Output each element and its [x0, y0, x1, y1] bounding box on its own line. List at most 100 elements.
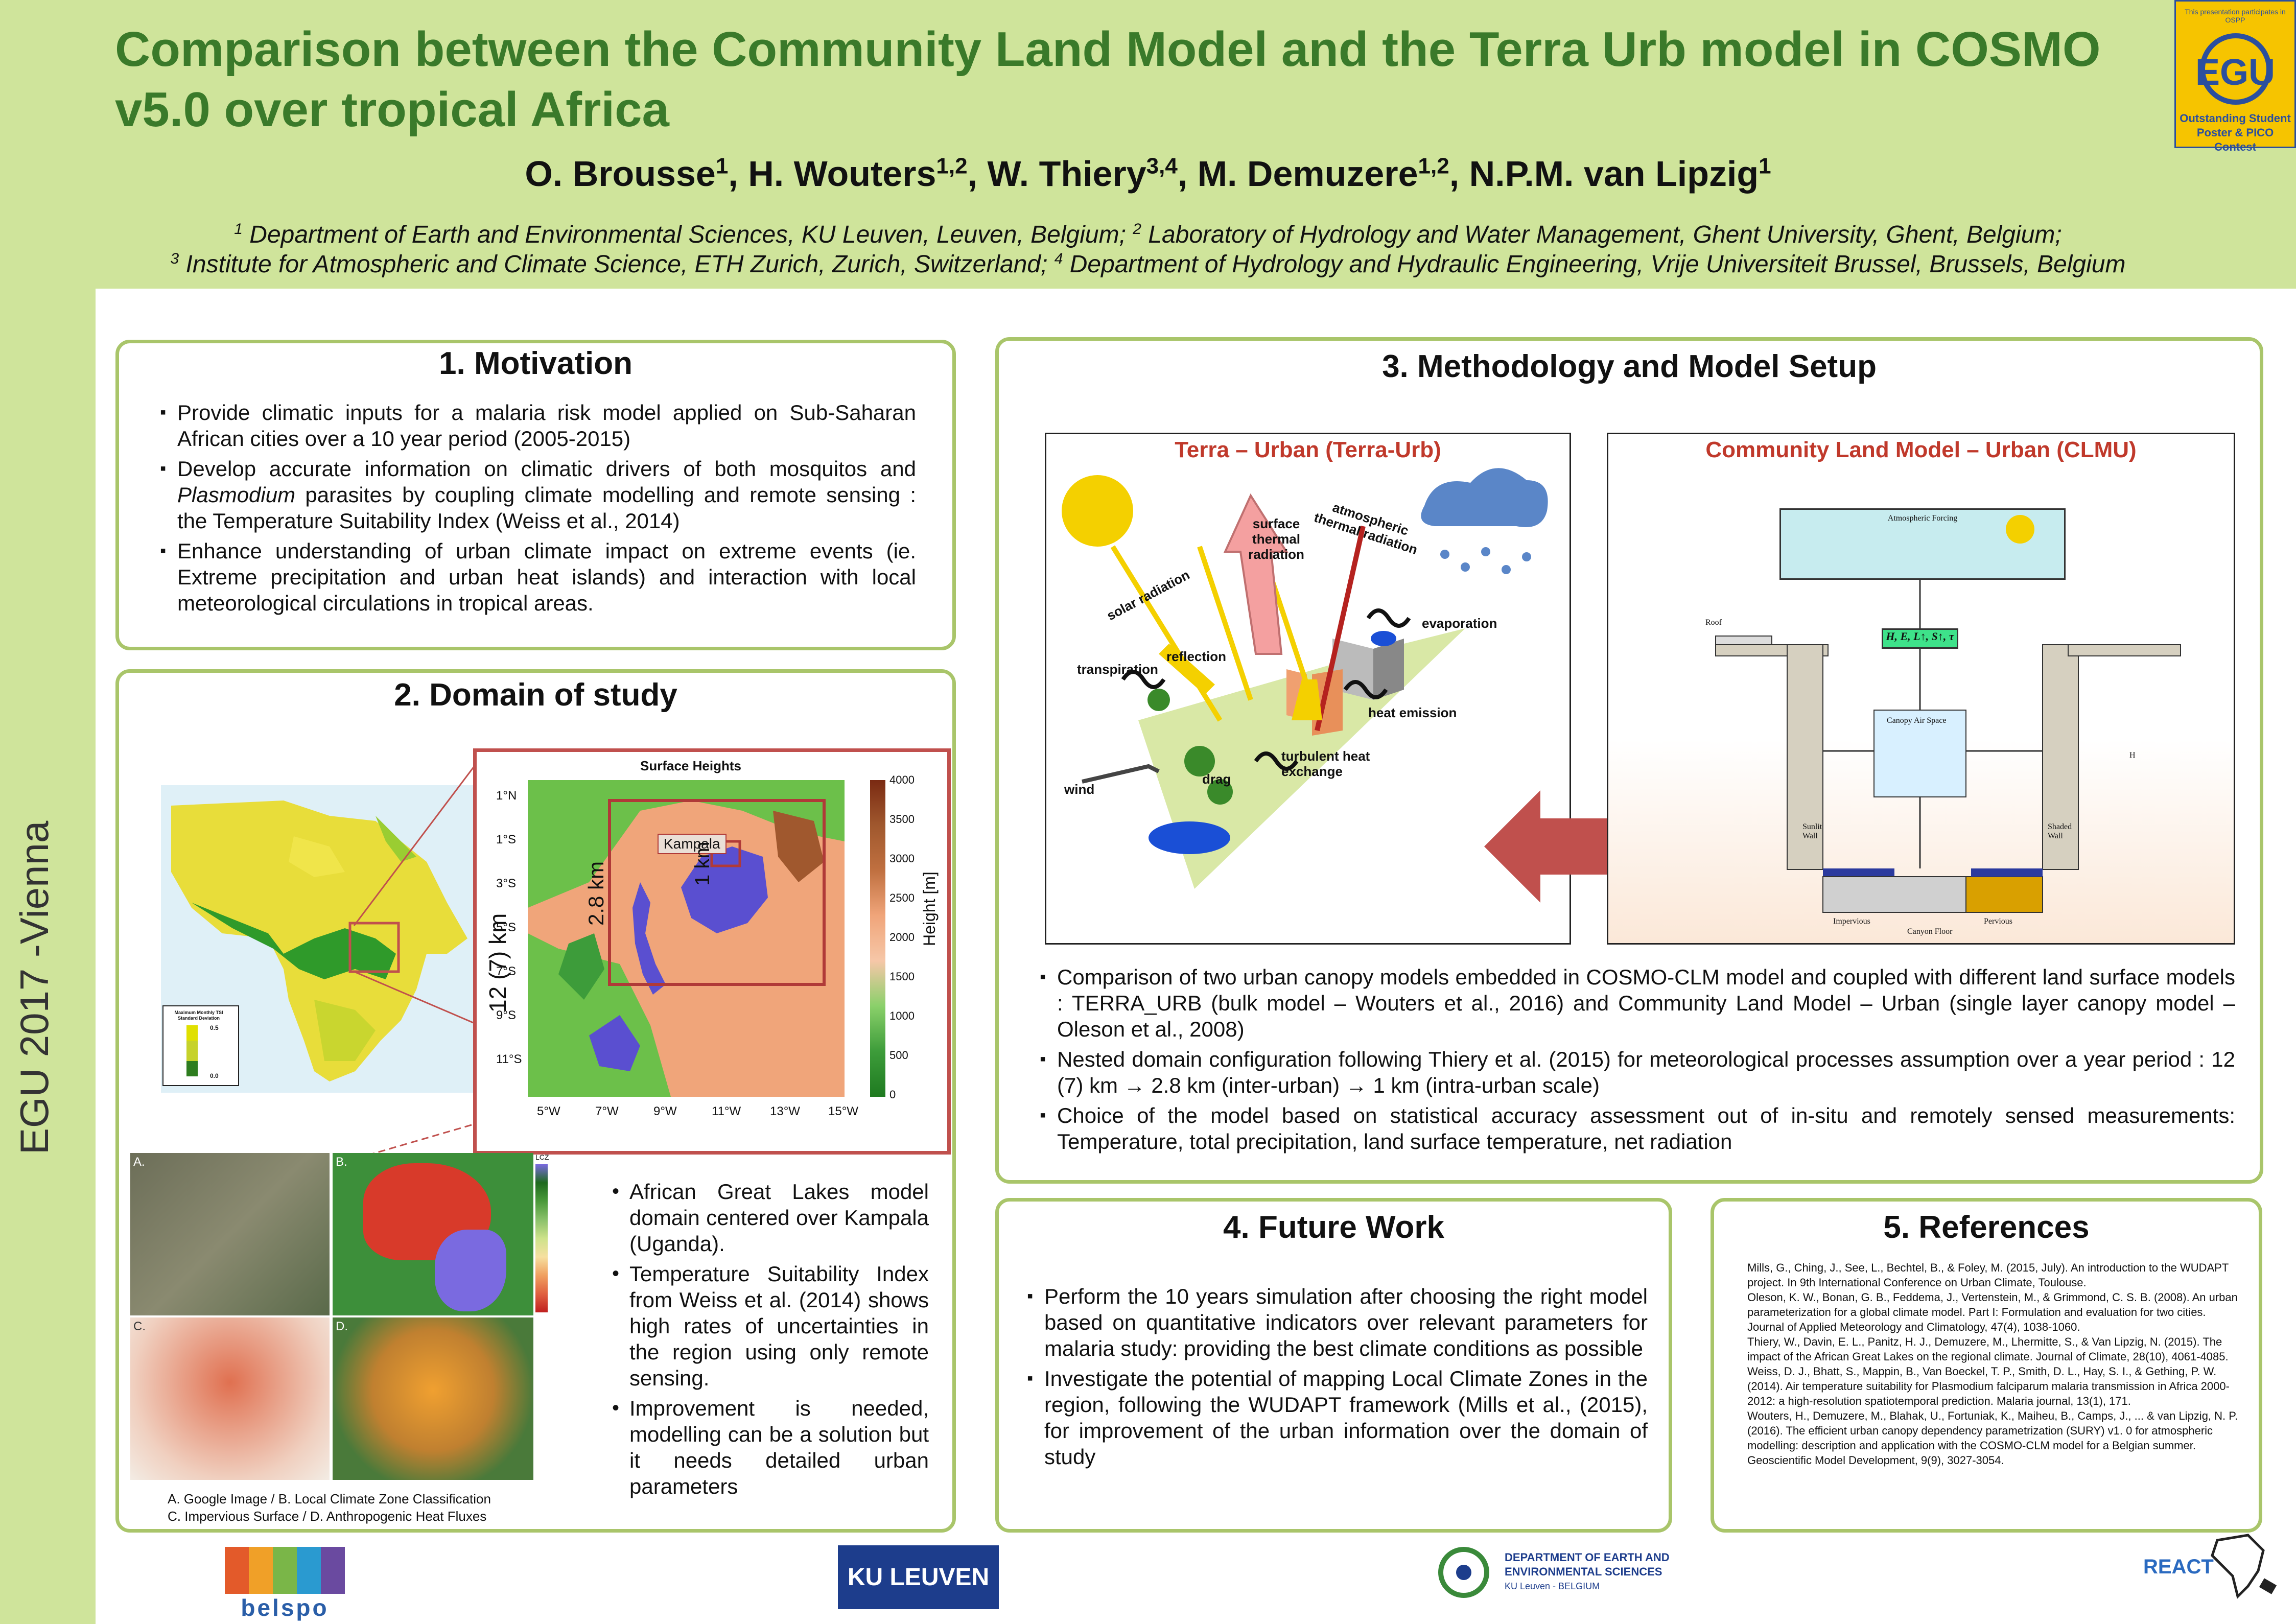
italic-term: Plasmodium — [177, 483, 296, 507]
colorbar-tick-label: 3000 — [889, 852, 915, 865]
future-title: 4. Future Work — [1223, 1210, 1444, 1245]
y-tick-label: 3°S — [496, 877, 516, 890]
motivation-list: Provide climatic inputs for a malaria ri… — [160, 399, 916, 620]
x-tick-label: 5°W — [537, 1104, 560, 1118]
belspo-logo: belspo — [225, 1547, 345, 1621]
impervious-label: Impervious — [1833, 917, 1870, 926]
x-tick-label: 11°W — [712, 1104, 741, 1118]
domain-item: Temperature Suitability Index from Weiss… — [612, 1261, 929, 1391]
panel-domain: 2. Domain of study Maximum Monthly TSI S… — [115, 669, 956, 1533]
colorbar-tick-label: 500 — [889, 1049, 908, 1062]
panel-label-b: B. — [336, 1155, 347, 1169]
canopy-label: Canopy Air Space — [1887, 716, 1947, 725]
lcz-panel: B. — [333, 1153, 533, 1315]
colorbar-tick-label: 2000 — [889, 931, 915, 944]
ees-logo-icon — [1438, 1547, 1489, 1598]
panel-future-work: 4. Future Work Perform the 10 years simu… — [995, 1198, 1672, 1533]
heights-map-title: Surface Heights — [640, 758, 741, 773]
methodology-item: Nested domain configuration following Th… — [1040, 1046, 2235, 1098]
affil-index: 3 — [170, 250, 179, 267]
author-list: O. Brousse1, H. Wouters1,2, W. Thiery3,4… — [525, 153, 1771, 194]
label-evaporation: evaporation — [1422, 616, 1497, 631]
reference-item: Mills, G., Ching, J., See, L., Bechtel, … — [1747, 1261, 2229, 1289]
methodology-item: Choice of the model based on statistical… — [1040, 1102, 2235, 1155]
label-surface-thermal: surface thermal radiation — [1248, 516, 1304, 562]
x-tick-label: 15°W — [828, 1104, 858, 1118]
reference-item: Weiss, D. J., Bhatt, S., Mappin, B., Van… — [1747, 1365, 2230, 1407]
colorbar-tick-label: 0 — [889, 1088, 896, 1101]
methodology-list: Comparison of two urban canopy models em… — [1040, 964, 2235, 1159]
motivation-item: Develop accurate information on climatic… — [160, 456, 916, 534]
y-tick-label: 9°S — [496, 1008, 516, 1022]
author-affil-index: 1 — [715, 153, 729, 179]
egu-logo-caption: Outstanding Student Poster & PICO Contes… — [2180, 112, 2291, 153]
methodology-title: 3. Methodology and Model Setup — [1382, 349, 1877, 384]
label-transpiration: transpiration — [1077, 662, 1158, 677]
colorbar-tick-label: 3500 — [889, 813, 915, 826]
poster-title: Comparison between the Community Land Mo… — [115, 22, 2101, 137]
label-drag: drag — [1202, 771, 1231, 787]
react-logo-text: REACT — [2143, 1556, 2214, 1578]
kampala-label: Kampala — [658, 834, 727, 854]
africa-legend-min: 0.0 — [210, 1072, 219, 1079]
egu-logo-text: EGU — [2195, 52, 2276, 93]
panel-references: 5. References Mills, G., Ching, J., See,… — [1711, 1198, 2262, 1533]
sidebar-band — [0, 289, 96, 1624]
header-band — [0, 0, 2296, 289]
affil-index: 4 — [1054, 250, 1063, 267]
affil-index: 2 — [1133, 221, 1141, 238]
clmu-figure: Community Land Model – Urban (CLMU) Atmo… — [1607, 433, 2235, 945]
x-tick-label: 9°W — [653, 1104, 677, 1118]
author-affil-index: 3,4 — [1146, 153, 1178, 179]
colorbar-tick-label: 2500 — [889, 891, 915, 904]
label-wind: wind — [1064, 782, 1095, 797]
lcz-legend-title: LCZ — [535, 1153, 549, 1161]
affil-text: Department of Hydrology and Hydraulic En… — [1063, 251, 2126, 278]
dept-line-2: ENVIRONMENTAL SCIENCES — [1505, 1565, 1662, 1578]
affil-text: Laboratory of Hydrology and Water Manage… — [1141, 221, 2062, 248]
label-heat-emission: heat emission — [1368, 705, 1457, 720]
panel-label-a: A. — [133, 1155, 145, 1169]
sunlit-label: Sunlit Wall — [1802, 822, 1822, 840]
domain-title: 2. Domain of study — [394, 677, 677, 713]
domain-item: African Great Lakes model domain centere… — [612, 1179, 929, 1257]
clmu-diagram — [1715, 580, 2181, 913]
label-turbulent: turbulent heat exchange — [1281, 748, 1370, 779]
y-tick-label: 5°S — [496, 921, 516, 934]
dept-line-3: KU Leuven - BELGIUM — [1505, 1581, 1600, 1591]
reference-item: Wouters, H., Demuzere, M., Blahak, U., F… — [1747, 1409, 2238, 1467]
egu-ospp-logo: This presentation participates in OSPP E… — [2174, 0, 2296, 153]
motivation-item: Provide climatic inputs for a malaria ri… — [160, 399, 916, 452]
affiliation-line-2: 3 Institute for Atmospheric and Climate … — [0, 250, 2296, 278]
reference-item: Oleson, K. W., Bonan, G. B., Feddema, J.… — [1747, 1291, 2238, 1333]
colorbar-label: Height [m] — [920, 872, 939, 946]
event-label-text: EGU 2017 -Vienna — [12, 820, 57, 1155]
y-tick-label: 1°N — [496, 789, 517, 803]
motivation-item: Enhance understanding of urban climate i… — [160, 538, 916, 616]
references-list: Mills, G., Ching, J., See, L., Bechtel, … — [1747, 1260, 2243, 1468]
panel-label-d: D. — [336, 1320, 348, 1333]
x-tick-label: 7°W — [595, 1104, 619, 1118]
label-reflection: reflection — [1166, 649, 1227, 664]
image-caption: A. Google Image / B. Local Climate Zone … — [168, 1490, 491, 1525]
h-label: H — [2129, 751, 2136, 760]
affil-text: Institute for Atmospheric and Climate Sc… — [179, 251, 1055, 278]
zoom-connector-lines — [353, 759, 480, 1026]
react-africa-icon — [2211, 1534, 2277, 1599]
affil-index: 1 — [234, 221, 243, 238]
methodology-item: Comparison of two urban canopy models em… — [1040, 964, 2235, 1042]
africa-legend-title: Maximum Monthly TSI Standard Deviation — [174, 1010, 223, 1021]
panel-label-c: C. — [133, 1320, 146, 1333]
height-colorbar — [870, 780, 885, 1097]
domain-12km-label: 12 (7) km — [484, 913, 511, 1013]
motivation-title: 1. Motivation — [439, 346, 632, 381]
terra-urb-diagram — [1062, 468, 1548, 940]
forcing-label: Atmospheric Forcing — [1887, 514, 1958, 523]
author-name: N.P.M. van Lipzig — [1469, 154, 1759, 194]
google-image-panel: A. — [130, 1153, 330, 1315]
colorbar-tick-label: 1000 — [889, 1009, 915, 1022]
heights-map-plot — [528, 780, 845, 1097]
roof-label: Roof — [1705, 618, 1722, 627]
author-affil-index: 1,2 — [936, 153, 968, 179]
